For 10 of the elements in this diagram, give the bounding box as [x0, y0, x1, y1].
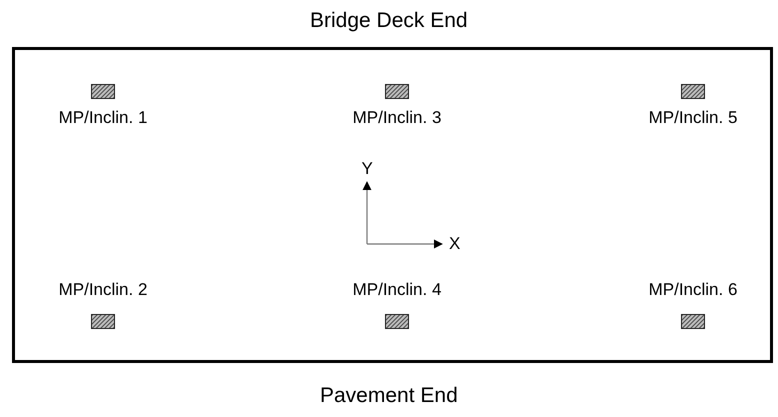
point-label: MP/Inclin. 1: [58, 108, 148, 128]
point-label: MP/Inclin. 3: [352, 108, 442, 128]
point-label: MP/Inclin. 2: [58, 280, 148, 300]
axis-label: Y: [362, 159, 373, 179]
diagram-caption: Pavement End: [320, 384, 458, 408]
point-label: MP/Inclin. 5: [648, 108, 738, 128]
point-label: MP/Inclin. 4: [352, 280, 442, 300]
point-label: MP/Inclin. 6: [648, 280, 738, 300]
diagram-title: Bridge Deck End: [310, 9, 468, 33]
axis-label: X: [449, 234, 460, 254]
